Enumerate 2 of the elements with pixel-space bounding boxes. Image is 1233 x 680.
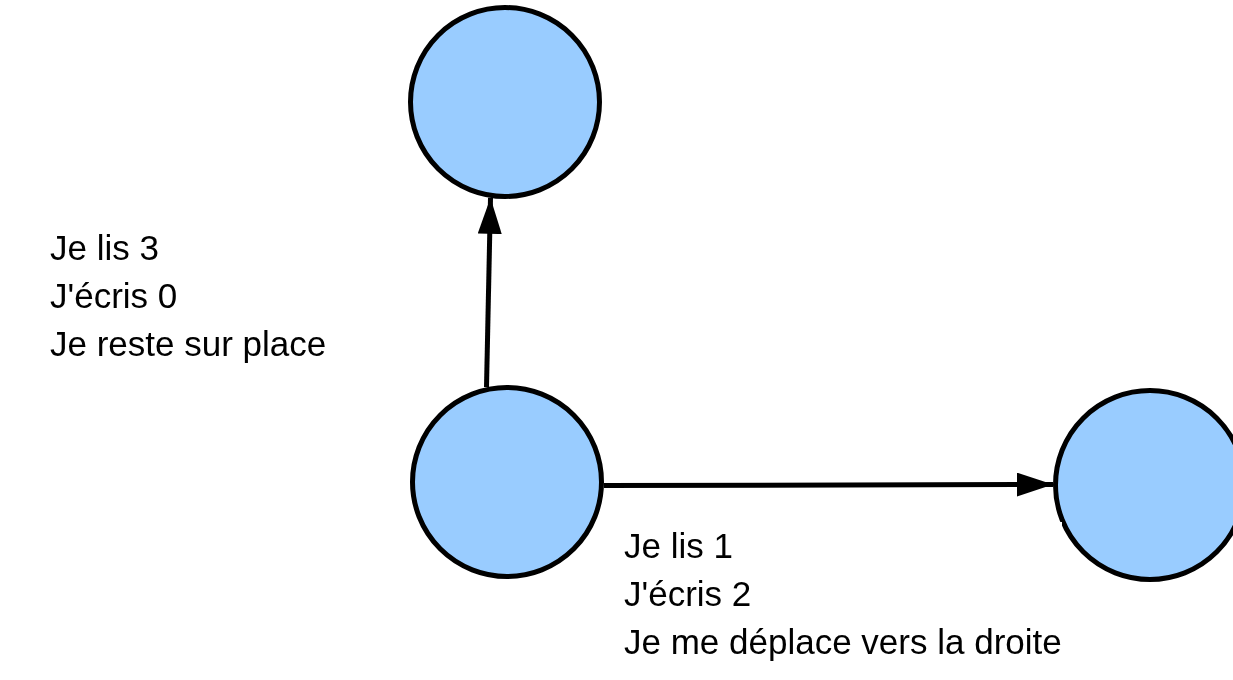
arrow (603, 472, 1053, 497)
arrow (477, 197, 502, 388)
